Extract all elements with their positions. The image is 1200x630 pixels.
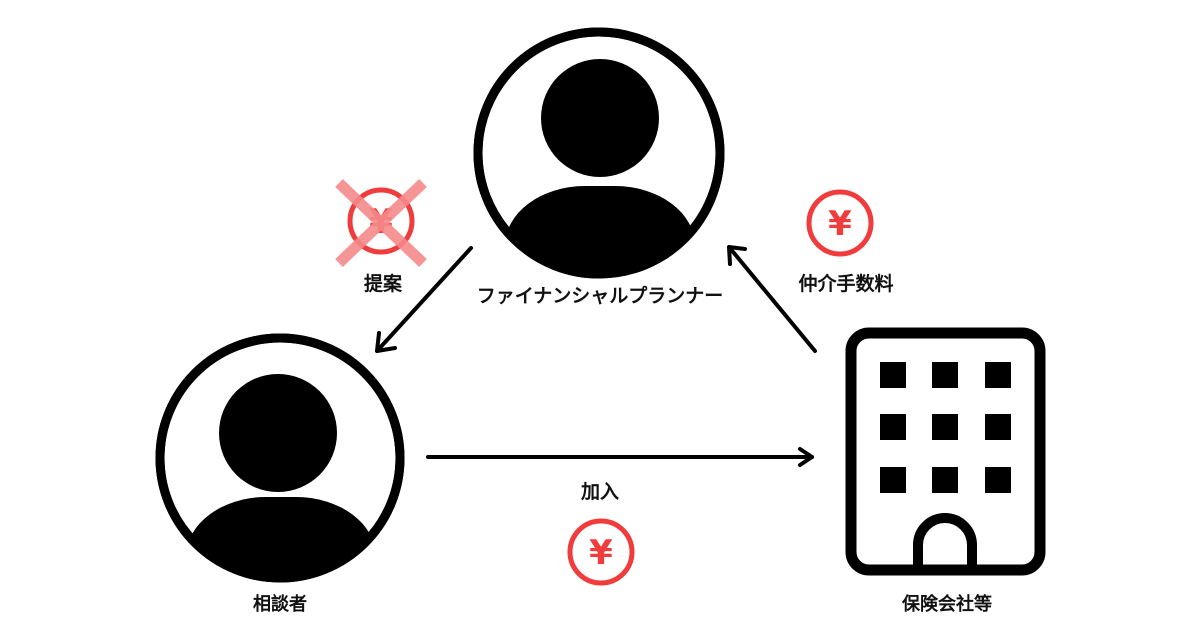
consultant-avatar-icon	[155, 333, 405, 583]
proposal-label: 提案	[364, 272, 403, 295]
commission-fee-yen-symbol: ¥	[828, 204, 852, 244]
planner-label: ファイナンシャルプランナー	[477, 284, 724, 307]
proposal-arrow	[375, 246, 473, 353]
commission-fee-yen-icon: ¥	[806, 189, 874, 257]
enroll-label: 加入	[580, 481, 619, 503]
insurer-label: 保険会社等	[901, 593, 992, 615]
enroll-arrow	[426, 447, 814, 467]
enroll-fee-yen-icon: ¥	[567, 518, 635, 586]
commission-arrow	[727, 245, 817, 353]
commission-label: 仲介手数料	[798, 272, 893, 295]
enroll-fee-yen-symbol: ¥	[589, 533, 613, 573]
no-fee-cross-icon	[335, 179, 427, 267]
consultant-label: 相談者	[253, 593, 307, 615]
insurer-building-icon	[845, 327, 1046, 576]
planner-avatar-icon	[473, 27, 725, 279]
